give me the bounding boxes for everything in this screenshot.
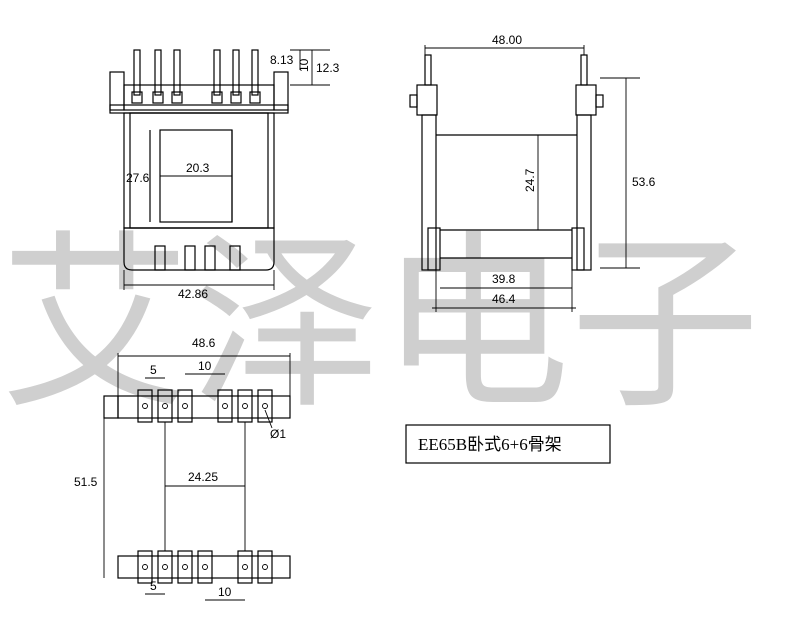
dim-bottom-pitch-large: 10 xyxy=(198,359,212,373)
dim-total-height: 12.3 xyxy=(316,61,340,75)
dim-side-window-height: 24.7 xyxy=(523,168,537,192)
dim-side-height: 53.6 xyxy=(632,175,656,189)
front-view: 8.13 10 12.3 27.6 20.3 42.86 xyxy=(109,49,340,301)
side-view: 48.00 53.6 24.7 39.8 46.4 xyxy=(409,33,656,312)
dim-bottom-depth: 51.5 xyxy=(74,475,98,489)
dim-pin-height: 8.13 xyxy=(270,53,294,67)
dim-window-height: 27.6 xyxy=(126,171,150,185)
dim-window-width: 20.3 xyxy=(186,161,210,175)
dim-row-spacing: 24.25 xyxy=(188,470,218,484)
dim-front-width: 42.86 xyxy=(178,287,208,301)
dim-pin-length: 10 xyxy=(297,58,311,72)
dim-bottom-width: 48.6 xyxy=(192,336,216,350)
title-box xyxy=(405,424,611,464)
watermark: 艾泽电子 xyxy=(0,214,760,435)
title: EE65B卧式6+6骨架 xyxy=(418,435,562,454)
dim-bottom-pitch-small: 5 xyxy=(150,363,157,377)
dim-bottom-pitch-small-2: 5 xyxy=(150,579,157,593)
dim-side-width-top: 48.00 xyxy=(492,33,522,47)
front-pins xyxy=(131,49,261,104)
dim-pin-diameter: Ø1 xyxy=(270,427,286,441)
dim-side-outer-width: 46.4 xyxy=(492,292,516,306)
bottom-row-pins xyxy=(137,550,273,584)
dim-side-inner-width: 39.8 xyxy=(492,272,516,286)
bottom-view: 48.6 5 10 Ø1 24.25 51.5 5 10 xyxy=(74,336,291,601)
dim-bottom-pitch-large-2: 10 xyxy=(218,585,232,599)
